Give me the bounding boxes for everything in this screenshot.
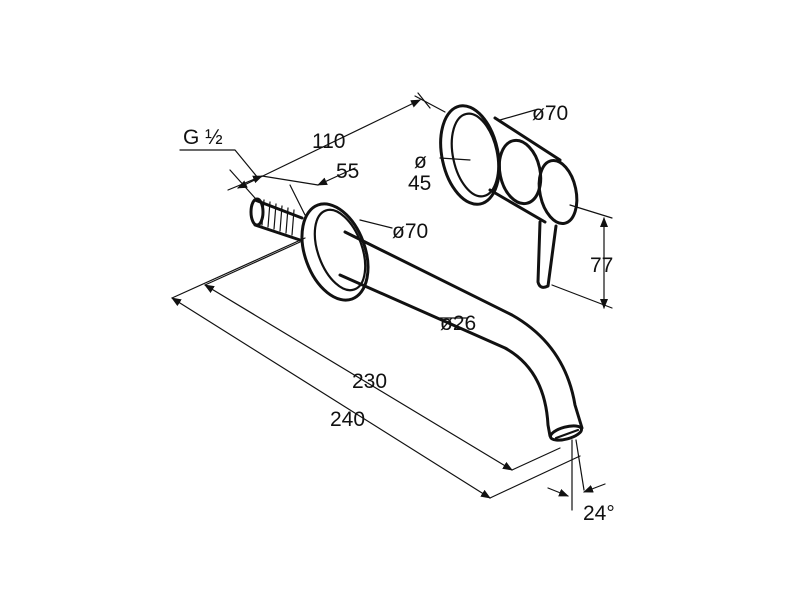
spout-pipe	[343, 230, 584, 430]
label-body-diameter-symbol: ø	[414, 150, 427, 173]
label-angle: 24°	[583, 502, 615, 525]
dim-line-110	[237, 99, 421, 189]
label-77: 77	[590, 254, 613, 277]
dim-line-240	[171, 297, 491, 499]
dimension-lines	[171, 99, 613, 511]
label-spout-diameter: ø26	[440, 312, 476, 335]
label-55: 55	[336, 160, 359, 183]
angle-ref-slanted	[575, 439, 585, 491]
label-flange-spout: ø70	[392, 220, 428, 243]
spout-outlet	[548, 424, 584, 442]
mixer-handle-assembly	[414, 92, 579, 289]
thread-connector	[249, 197, 304, 242]
label-thread: G ½	[183, 126, 223, 149]
handle-lever	[536, 220, 558, 289]
label-110: 110	[312, 130, 345, 153]
label-230: 230	[352, 370, 387, 393]
label-flange-handle: ø70	[532, 102, 568, 125]
thread-leader	[179, 149, 259, 179]
handle-body	[488, 116, 562, 224]
dim-line-55	[227, 175, 263, 191]
handle-flange	[439, 104, 501, 206]
label-240: 240	[330, 408, 365, 431]
leader-handle-flange	[499, 109, 536, 121]
dimension-labels: G ½ 110 55 ø70 ø70 ø 45 ø26 230 240 77 2…	[183, 102, 615, 525]
label-body-diameter-value: 45	[408, 172, 431, 195]
leader-spout-flange	[359, 219, 393, 229]
